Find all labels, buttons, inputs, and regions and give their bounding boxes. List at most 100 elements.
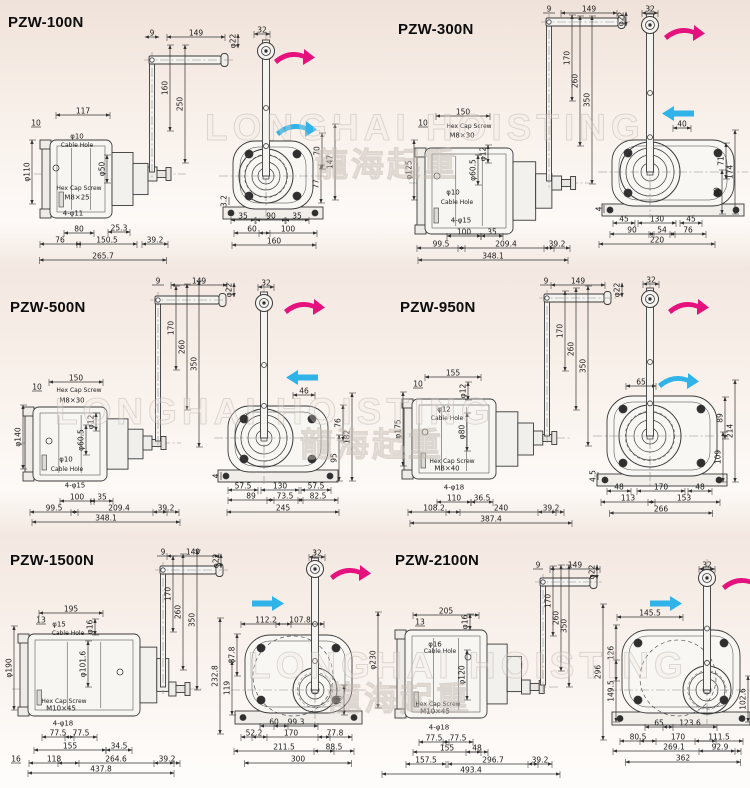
rotation-arrow-cyan-shape — [252, 596, 284, 611]
winch-body-inner — [628, 635, 734, 708]
dimension-line — [732, 379, 739, 483]
dim-label: 214 — [726, 424, 735, 439]
dim-label: 150 — [456, 108, 471, 117]
dimension-line — [170, 555, 177, 633]
dim-label: 240 — [494, 504, 509, 513]
dimension-line — [182, 44, 189, 164]
dim-label: 99.3 — [288, 718, 305, 727]
dim-label: φ110 — [23, 162, 32, 181]
dim-label: 4-φ18 — [53, 719, 74, 727]
dim-label: 45 — [686, 215, 696, 224]
dimension-line — [39, 257, 167, 264]
model-title: PZW-100N — [8, 14, 83, 31]
dim-label: 77.5 — [73, 729, 90, 738]
gearbox-step — [132, 162, 149, 196]
dim-label: φ10 — [446, 188, 460, 196]
dimension-line — [375, 611, 382, 709]
dim-label: 39.2 — [158, 504, 175, 513]
dimension-line — [297, 497, 339, 504]
dim-label: 32 — [257, 26, 267, 35]
drive-shaft — [175, 685, 186, 693]
crank-pivot — [546, 19, 552, 25]
gearbox — [512, 161, 537, 221]
dimension-line — [196, 280, 203, 448]
dim-label: 119 — [223, 681, 232, 696]
shaft-boss — [142, 435, 153, 451]
handle-joint — [261, 402, 267, 409]
dim-label: 52.2 — [246, 729, 263, 738]
dimension-line — [424, 374, 482, 381]
dim-label: 149 — [186, 548, 201, 557]
dim-label: 170 — [167, 321, 176, 336]
dimension-line — [229, 660, 236, 716]
dim-label: 9 — [547, 5, 552, 14]
dim-label: 32 — [702, 561, 712, 570]
dim-label: 39.2 — [159, 755, 176, 764]
dim-label: 9 — [536, 561, 541, 570]
dimension-line — [194, 549, 201, 691]
dimension-line — [732, 129, 739, 215]
dim-label: φ22 — [225, 283, 234, 298]
hex-cap-screw — [420, 452, 426, 469]
dim-label: 107.8 — [289, 616, 311, 625]
dim-label: φ60.5 — [469, 159, 478, 181]
dim-label: 10 — [418, 119, 428, 128]
dimension-line — [313, 748, 355, 755]
dim-label: φ60.5 — [77, 429, 86, 451]
dimension-line — [470, 499, 494, 506]
dim-label: 109 — [714, 450, 723, 465]
dim-label: 90 — [266, 212, 276, 221]
dim-label: 195 — [64, 605, 79, 614]
handle-joint — [647, 134, 653, 141]
dim-label: 4.5 — [589, 470, 598, 482]
dim-label: 4-φ18 — [429, 723, 450, 731]
body-bolt — [292, 149, 302, 159]
dim-label: 35 — [487, 228, 497, 237]
dimension-line — [167, 44, 174, 132]
dim-label: 160 — [267, 237, 282, 246]
body-bolt — [696, 404, 706, 414]
dimension-line — [20, 404, 27, 470]
shaft-hub — [551, 431, 558, 445]
dimension-line — [577, 15, 584, 147]
dim-label: 170 — [164, 587, 173, 602]
handle-grip-center — [313, 567, 317, 571]
rotation-arrow-pink — [274, 49, 315, 65]
dimension-line — [105, 747, 133, 754]
dimension-line — [409, 520, 573, 527]
dim-label: 260 — [571, 74, 580, 89]
rotation-arrow-cyan — [658, 373, 699, 389]
dim-label: 260 — [178, 340, 187, 355]
dim-label: 149 — [189, 29, 204, 38]
rotation-arrow-cyan — [276, 121, 317, 137]
dimension-line — [417, 257, 569, 264]
dim-label: φ12 — [437, 405, 451, 413]
dimension-line — [90, 498, 114, 505]
dim-label: 77.5 — [450, 734, 467, 743]
dimension-line — [467, 613, 474, 631]
handle-grip-center — [705, 576, 709, 580]
mounting-flange — [39, 139, 52, 150]
body-bolt — [292, 191, 302, 201]
dim-label: 4-φ18 — [444, 483, 465, 491]
drum-housing-inner — [56, 145, 106, 213]
dimension-line — [141, 241, 169, 248]
crank-pivot — [544, 295, 550, 301]
dim-label: φ190 — [5, 658, 14, 677]
dim-label: 77 — [312, 179, 321, 189]
rotation-arrow-pink — [330, 565, 371, 581]
dimension-line — [234, 633, 241, 677]
body-bolt — [307, 414, 317, 424]
dim-label: M10×45 — [46, 704, 76, 712]
dim-label: 65 — [654, 719, 664, 728]
dim-label: 220 — [650, 236, 665, 245]
dim-label: 232.8 — [211, 665, 220, 687]
dimension-line — [412, 612, 480, 619]
dim-label: Cable Hole — [52, 630, 85, 637]
dim-label: 145.5 — [639, 609, 661, 618]
dim-label: 150.5 — [96, 236, 118, 245]
dim-label: 80.5 — [630, 733, 647, 742]
shaft-boss — [532, 430, 544, 446]
dim-label: Hex Cap Screw — [56, 387, 101, 394]
